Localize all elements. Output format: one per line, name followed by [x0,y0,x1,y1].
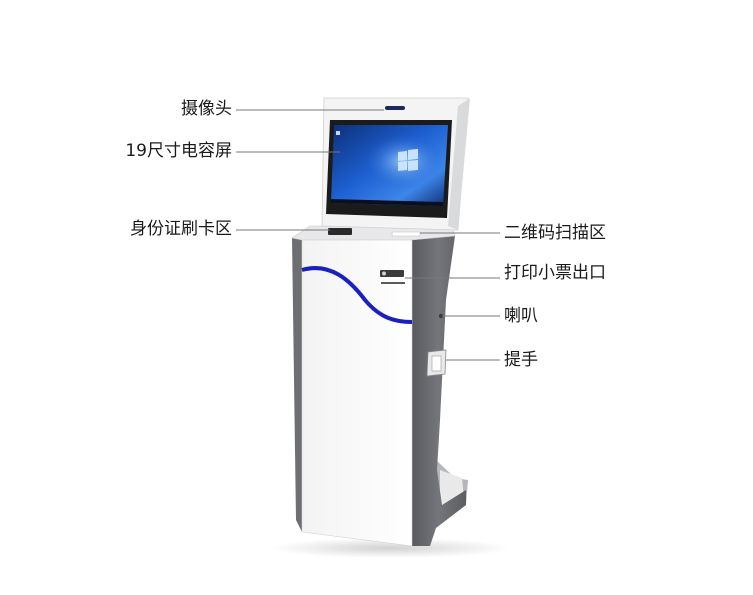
label-camera: 摄像头 [181,99,232,119]
desktop-icon [336,131,340,135]
taskbar [331,199,443,206]
windows-logo [398,148,418,171]
id-card-reader [328,228,352,235]
left-edge [292,232,302,532]
receipt-slot [381,282,405,284]
printer-badge-dot [382,271,386,276]
label-touchscreen: 19尺寸电容屏 [125,141,232,161]
label-qr-scan-area: 二维码扫描区 [504,223,606,243]
printer-badge [380,270,404,277]
monitor-side [448,98,470,230]
floor-shadow [270,538,510,558]
qr-scanner [391,231,421,237]
label-handle: 提手 [504,350,538,370]
label-speaker: 喇叭 [504,306,538,326]
handle-grip [431,355,442,372]
accent-wave [301,266,413,324]
label-id-card-area: 身份证刷卡区 [130,219,232,239]
side-frame [410,236,466,546]
camera-lens [385,106,405,110]
speaker-grille [438,313,444,319]
label-receipt-printer: 打印小票出口 [504,263,606,283]
front-panel [301,231,413,547]
